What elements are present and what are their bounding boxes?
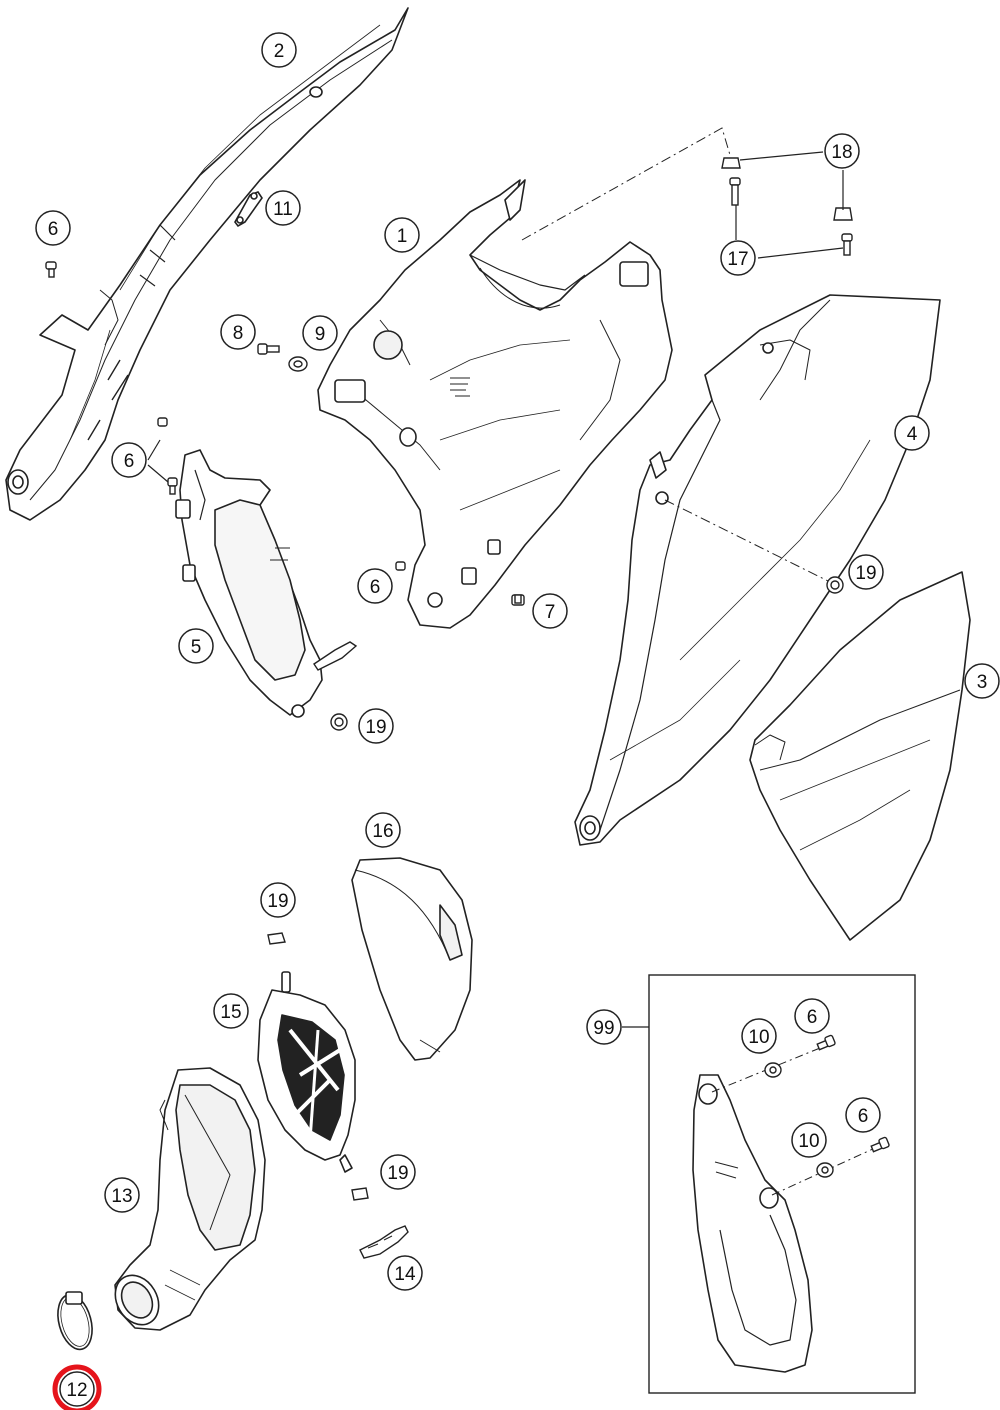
svg-text:1: 1 (397, 226, 408, 247)
svg-text:5: 5 (191, 637, 202, 658)
callout-8: 8 (220, 314, 256, 350)
svg-text:4: 4 (907, 424, 918, 445)
part-17-pin-b (841, 233, 853, 256)
callout-1: 1 (384, 217, 420, 253)
screws-6-7-mid (395, 561, 525, 606)
callout-6-top-left: 6 (35, 210, 71, 246)
callout-5: 5 (178, 628, 214, 664)
svg-text:9: 9 (315, 324, 326, 345)
part-11-clip (234, 191, 263, 228)
svg-text:15: 15 (220, 1002, 241, 1023)
part-19-upper (267, 932, 286, 945)
part-17-pin-a (729, 177, 741, 206)
nut-19-left (330, 713, 348, 731)
callout-99: 99 (586, 1009, 622, 1045)
callout-10-inset-top: 10 (741, 1018, 777, 1054)
part-3-side-panel (749, 571, 971, 941)
svg-text:6: 6 (48, 219, 59, 240)
nut-19-right (826, 576, 844, 594)
part-15-air-filter (257, 971, 356, 1173)
part-5-intake-duct (175, 449, 323, 718)
part-12-hose-clamp (57, 1291, 93, 1351)
svg-text:2: 2 (274, 41, 285, 62)
svg-text:13: 13 (111, 1186, 132, 1207)
svg-text:17: 17 (727, 249, 748, 270)
callout-16: 16 (365, 812, 401, 848)
svg-text:16: 16 (372, 821, 393, 842)
dashed-leader-airbox-to-17 (521, 127, 731, 241)
svg-text:10: 10 (798, 1131, 819, 1152)
callout-14: 14 (387, 1255, 423, 1291)
callout-10-inset-bottom: 10 (791, 1122, 827, 1158)
callout-6-inset-bottom: 6 (845, 1097, 881, 1133)
svg-text:18: 18 (831, 142, 852, 163)
svg-text:19: 19 (855, 563, 876, 584)
part-10-washers (764, 1062, 834, 1178)
part-8-screw (257, 343, 280, 355)
callout-3: 3 (964, 663, 1000, 699)
part-2-left-shroud (5, 7, 409, 521)
callout-4: 4 (894, 415, 930, 451)
callout-19-right: 19 (848, 554, 884, 590)
svg-text:8: 8 (233, 323, 244, 344)
svg-text:11: 11 (273, 199, 293, 220)
part-18-grommet-b (833, 207, 853, 221)
part-6-screws-99 (816, 1034, 890, 1153)
callout-11: 11 (265, 190, 301, 226)
callout-19-upper: 19 (260, 882, 296, 918)
callout-9: 9 (302, 315, 338, 351)
svg-text:19: 19 (387, 1163, 408, 1184)
svg-text:12: 12 (66, 1380, 87, 1401)
svg-text:99: 99 (593, 1018, 614, 1039)
svg-text:14: 14 (394, 1264, 416, 1285)
svg-text:6: 6 (807, 1007, 818, 1028)
part-1-airbox (317, 179, 673, 629)
callout-6-mid: 6 (357, 568, 393, 604)
callout-6-inset-top: 6 (794, 998, 830, 1034)
part-19-lower (351, 1187, 369, 1201)
svg-text:10: 10 (748, 1027, 769, 1048)
callout-17: 17 (720, 240, 756, 276)
callouts: 2 6 11 1 18 17 8 9 4 6 19 6 7 5 3 19 16 … (35, 32, 1000, 1410)
svg-text:6: 6 (858, 1106, 869, 1127)
part-16-filter-cover (351, 857, 473, 1061)
callout-6-mid-left: 6 (111, 442, 147, 478)
callout-leaders (147, 151, 844, 483)
callout-15: 15 (213, 993, 249, 1029)
part-13-intake-boot (114, 1067, 266, 1331)
part-18-grommet-a (721, 157, 741, 169)
callout-18: 18 (824, 133, 860, 169)
callout-13: 13 (104, 1177, 140, 1213)
callout-19-left: 19 (358, 708, 394, 744)
svg-text:3: 3 (977, 672, 988, 693)
bracket-5-small (313, 641, 358, 671)
part-9-washer (288, 356, 308, 372)
callout-2: 2 (261, 32, 297, 68)
svg-text:6: 6 (370, 577, 381, 598)
svg-text:19: 19 (267, 891, 288, 912)
svg-text:19: 19 (365, 717, 386, 738)
callout-19-lower: 19 (380, 1154, 416, 1190)
screw-6-top (45, 261, 57, 278)
callout-7: 7 (532, 593, 568, 629)
callout-12-highlighted: 12 (52, 1364, 102, 1410)
svg-text:6: 6 (124, 451, 135, 472)
part-99-bracket (692, 1074, 813, 1373)
part-14-bracket (359, 1225, 409, 1259)
screws-6-left (157, 417, 178, 495)
svg-text:7: 7 (545, 602, 556, 623)
